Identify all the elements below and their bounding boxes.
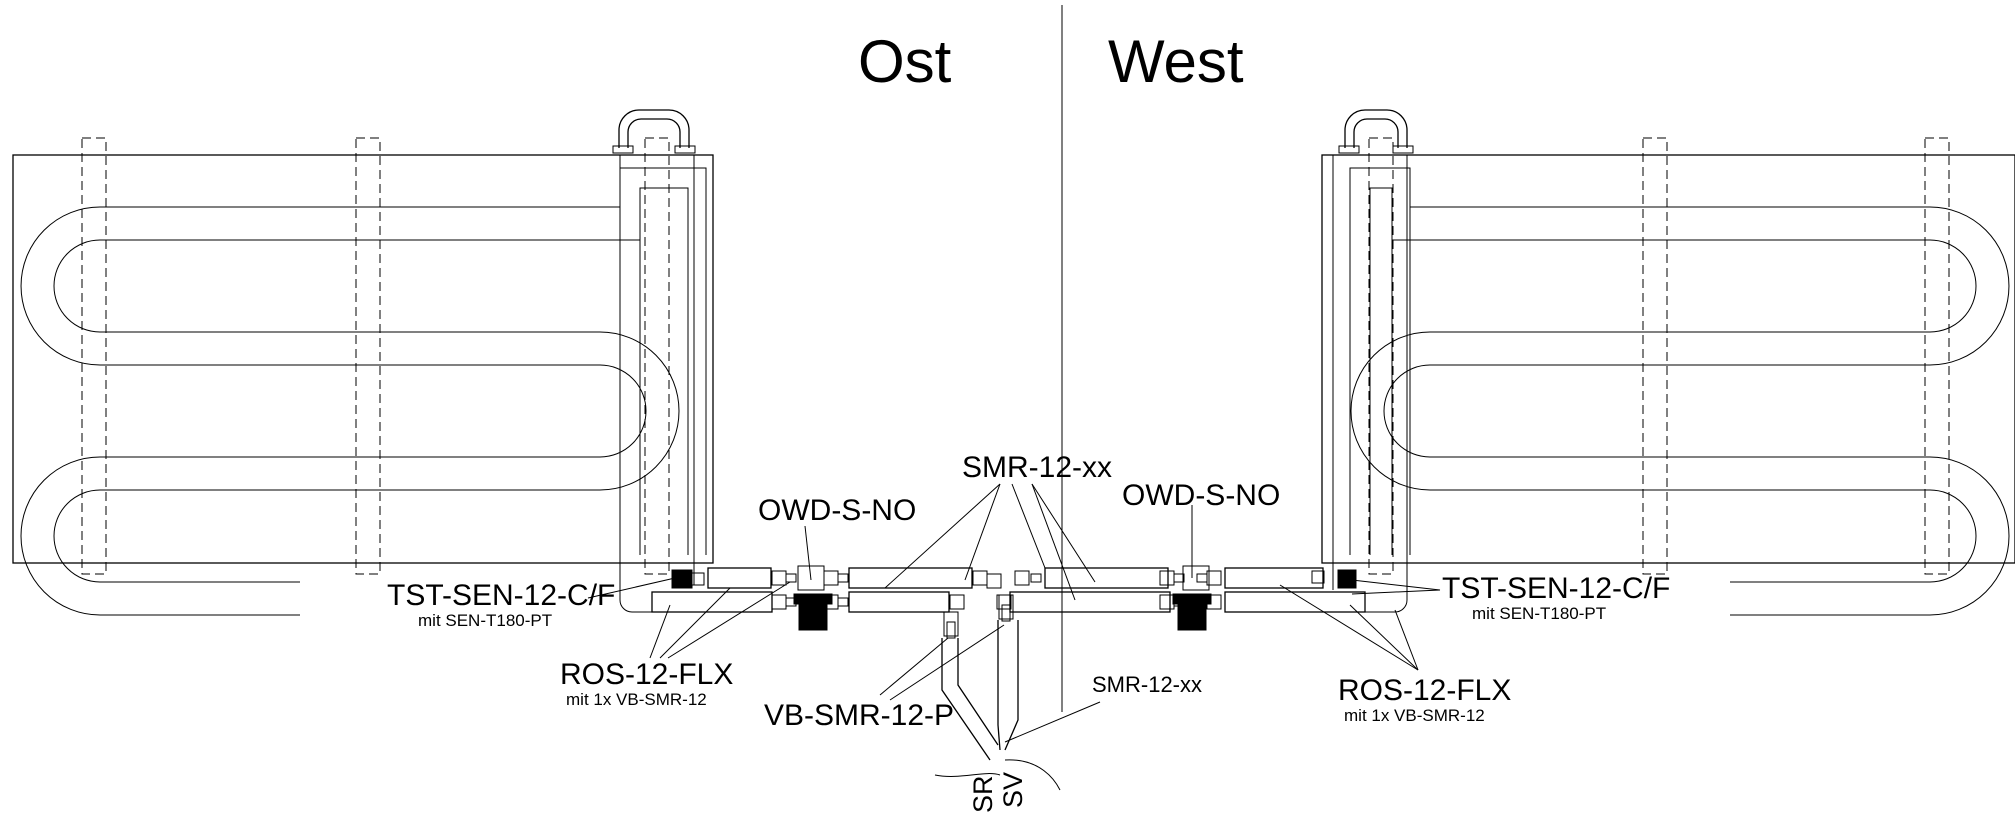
right-rail-2 (1642, 137, 1668, 575)
label-smr-top: SMR-12-xx (962, 451, 1112, 484)
left-owd-valve (797, 565, 825, 591)
left-panel-frame (12, 154, 714, 564)
right-panel-frame (1321, 154, 2015, 564)
pipe-segment (848, 591, 950, 613)
left-serpentine (53, 187, 689, 583)
pipe-segment (1224, 591, 1366, 613)
label-ros-left: ROS-12-FLX (560, 658, 733, 691)
left-loop-outer (618, 109, 690, 148)
leader-lines (587, 483, 1441, 743)
heading-ost: Ost (858, 28, 952, 95)
label-sv: SV (998, 772, 1028, 808)
supply-hose (997, 620, 1001, 751)
left-rail-1 (81, 137, 107, 575)
heading-west: West (1108, 28, 1244, 95)
left-panel (12, 109, 714, 616)
pipe-segment (1009, 591, 1171, 613)
label-owd-right: OWD-S-NO (1122, 479, 1280, 512)
right-serpentine (1350, 187, 1977, 583)
label-sr: SR (968, 775, 998, 813)
label-tst-right-sub: mit SEN-T180-PT (1472, 604, 1606, 623)
right-rail-1 (1368, 137, 1394, 575)
pipe-segment (651, 591, 773, 613)
label-ros-right: ROS-12-FLX (1338, 674, 1511, 707)
left-serpentine-outer (20, 167, 707, 616)
pipe-segment (1224, 567, 1324, 589)
label-smr-bottom: SMR-12-xx (1092, 672, 1202, 697)
label-tst-right: TST-SEN-12-C/F (1442, 572, 1670, 605)
right-temp-sensor (1337, 569, 1357, 589)
label-tst-left-sub: mit SEN-T180-PT (418, 611, 552, 630)
return-hose (941, 638, 991, 761)
right-panel (1321, 109, 2015, 616)
pipe-segment (1044, 567, 1169, 589)
left-temp-sensor (671, 569, 693, 589)
right-serpentine-outer (1349, 167, 2010, 616)
left-owd-actuator (798, 599, 828, 631)
left-rail-3 (644, 137, 670, 575)
pipe-segment (848, 567, 973, 589)
label-tst-left: TST-SEN-12-C/F (387, 579, 615, 612)
pipe-segment (707, 567, 772, 589)
left-rail-2 (355, 137, 381, 575)
label-ros-right-sub: mit 1x VB-SMR-12 (1344, 706, 1485, 725)
label-vb: VB-SMR-12-P (764, 699, 954, 732)
right-owd-actuator (1177, 599, 1207, 631)
label-owd-left: OWD-S-NO (758, 494, 916, 527)
right-loop-outer (1344, 109, 1408, 148)
left-loop-inner (627, 118, 681, 148)
label-ros-left-sub: mit 1x VB-SMR-12 (566, 690, 707, 709)
right-owd-valve (1182, 565, 1210, 591)
right-rail-3 (1924, 137, 1950, 575)
right-loop-inner (1353, 118, 1399, 148)
manifold (619, 563, 1408, 791)
